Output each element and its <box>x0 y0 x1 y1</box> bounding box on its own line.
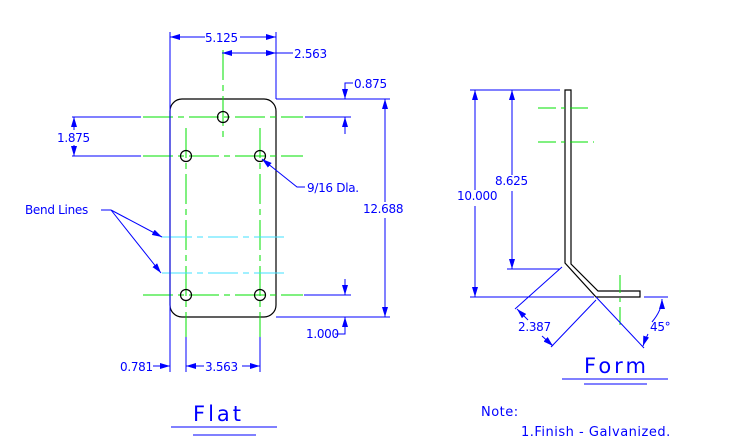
hole <box>216 110 230 124</box>
hole <box>179 288 193 302</box>
note-label: Note: <box>481 405 519 420</box>
dim-angle: 45° <box>650 320 670 334</box>
dim-width: 5.125 <box>205 31 238 45</box>
dim-top-hole-offset: 0.875 <box>354 77 387 91</box>
dim-height: 10.000 <box>457 189 497 203</box>
dim-leg-length: 2.387 <box>518 320 551 334</box>
dim-edge-offset: 0.781 <box>120 360 153 374</box>
dim-hole-spacing-vertical: 1.875 <box>57 131 90 145</box>
dim-bottom-hole-offset: 1.000 <box>306 327 339 341</box>
form-view-title: Form <box>584 354 649 378</box>
bend-lines <box>162 236 285 274</box>
notes: Note: 1.Finish - Galvanized. <box>481 405 671 440</box>
dim-hole-dia: 9/16 Dla. <box>307 181 359 195</box>
dim-hole-spacing-horizontal: 3.563 <box>205 360 238 374</box>
form-view: 10.000 8.625 2.387 45° Form <box>457 89 671 385</box>
dim-center-offset: 2.563 <box>294 47 327 61</box>
flat-view-title: Flat <box>193 402 244 426</box>
hole <box>253 149 267 163</box>
dim-overall-length: 12.688 <box>363 202 403 216</box>
hole <box>253 288 267 302</box>
form-dimension-lines <box>470 89 668 349</box>
holes <box>179 110 267 302</box>
hole <box>179 149 193 163</box>
flat-view: 5.125 2.563 0.875 1.875 9/16 Dla. 12.688… <box>25 31 404 436</box>
dimension-lines <box>71 32 390 372</box>
centerlines <box>143 50 303 337</box>
form-centerlines <box>538 107 621 326</box>
bend-lines-label: Bend Lines <box>25 203 88 217</box>
formed-profile <box>564 89 641 298</box>
dim-bend-height: 8.625 <box>495 174 528 188</box>
note-item: 1.Finish - Galvanized. <box>521 425 671 440</box>
